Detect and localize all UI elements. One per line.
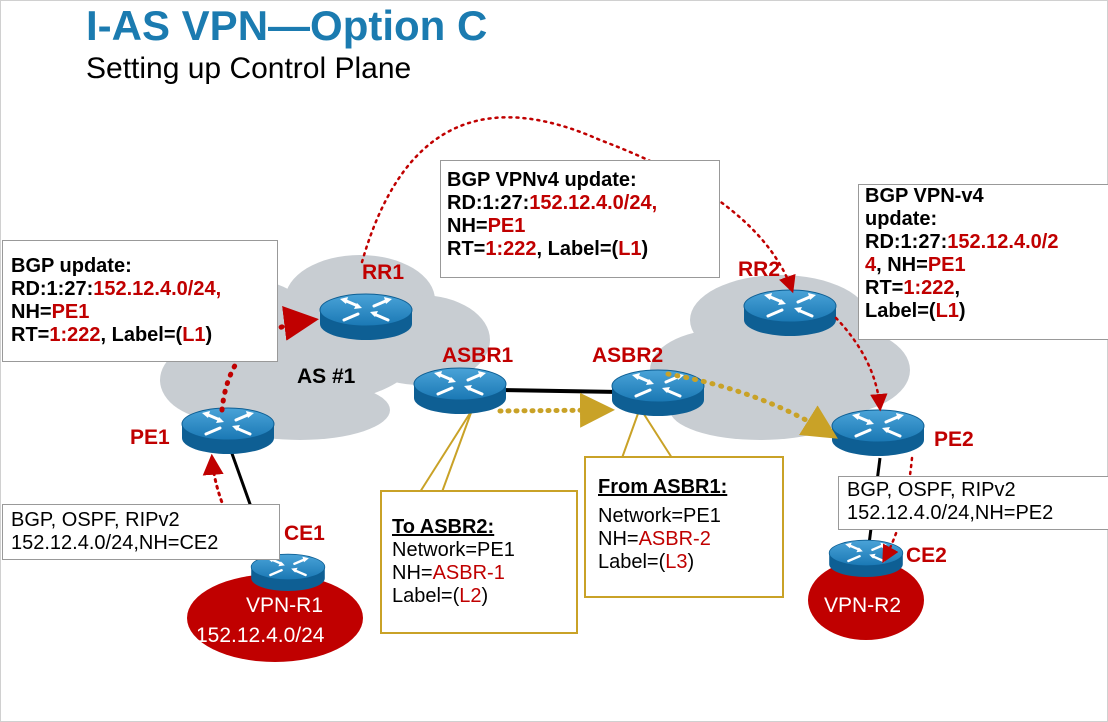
label-suffix: ) [687,551,695,573]
rd-value: 152.12.4.0/24, [93,278,222,300]
bgp-vpnv4-right-heading-2: update: [865,208,938,230]
label-value: L3 [665,551,688,573]
vpn-r1-prefix: 152.12.4.0/24 [196,624,325,647]
nh-value: ASBR-1 [432,562,505,584]
nh-value: PE1 [487,215,526,237]
nh-prefix: NH= [11,301,52,323]
ce1-protocols-line1: BGP, OSPF, RIPv2 [11,509,180,531]
vpn-r2-label: VPN-R2 [824,594,901,617]
vpn-r2-site [808,560,924,640]
rd-value: 152.12.4.0/24, [529,192,658,214]
pe1-label: PE1 [130,426,170,449]
from-asbr1-network: Network=PE1 [598,505,721,527]
pe2-label: PE2 [934,428,974,451]
rd-prefix: RD:1:27: [865,231,948,253]
slide-title: I-AS VPN—Option C [86,2,488,49]
bgp-vpnv4-right-box: BGP VPN-v4 update: RD:1:27:152.12.4.0/2 … [858,184,1108,340]
pe2-router [830,408,926,458]
from-asbr1-heading: From ASBR1: [598,476,728,498]
asbr1-to-asbr2-arrow [497,392,615,428]
to-asbr2-callout: To ASBR2: Network=PE1 NH=ASBR-1 Label=(L… [380,490,578,634]
asbr2-to-pe2-arrow [665,371,838,439]
vpn-r1-site [187,574,363,662]
asbr2-router [610,368,706,418]
rr2-to-pe2-arrow [834,316,888,412]
nh-value: PE1 [927,254,966,276]
rt-value: 1:222 [903,277,955,299]
ce1-protocols-box: BGP, OSPF, RIPv2 152.12.4.0/24,NH=CE2 [2,504,280,560]
label-prefix: , Label=( [536,238,619,260]
from-asbr1-callout: From ASBR1: Network=PE1 NH=ASBR-2 Label=… [584,456,784,598]
rr2-router [742,288,838,338]
label-suffix: ) [641,238,649,260]
label-suffix: ) [958,300,966,322]
to-asbr2-heading: To ASBR2: [392,516,495,538]
as1-label: AS #1 [297,365,356,388]
ce2-label: CE2 [906,544,947,567]
rr1-label: RR1 [362,261,404,284]
nh-prefix: , NH= [876,254,928,276]
rd-prefix: RD:1:27: [447,192,530,214]
nh-prefix: NH= [447,215,488,237]
label-suffix: ) [481,585,489,607]
nh-value: PE1 [51,301,90,323]
bgp-vpnv4-right-heading: BGP VPN-v4 [865,185,984,207]
asbr1-label: ASBR1 [442,344,514,367]
pe1-to-rr1-arrow [219,306,319,413]
label-prefix: Label=( [598,551,666,573]
label-prefix: Label=( [865,300,936,322]
asbr1-router [412,366,508,416]
rd-value-a: 152.12.4.0/2 [947,231,1059,253]
nh-prefix: NH= [598,528,639,550]
to-asbr2-network: Network=PE1 [392,539,515,561]
ce1-protocols-line2: 152.12.4.0/24,NH=CE2 [11,532,219,554]
nh-prefix: NH= [392,562,433,584]
rr1-router [318,292,414,342]
rt-prefix: RT= [11,324,50,346]
label-value: L2 [459,585,482,607]
bgp-vpnv4-top-heading: BGP VPNv4 update: [447,169,637,191]
rt-suffix: , [954,277,961,299]
rt-prefix: RT= [865,277,904,299]
label-suffix: ) [205,324,213,346]
rt-value: 1:222 [49,324,101,346]
rd-prefix: RD:1:27: [11,278,94,300]
label-prefix: , Label=( [100,324,183,346]
label-prefix: Label=( [392,585,460,607]
vpn-r1-label: VPN-R1 [246,594,323,617]
asbr-link [499,388,621,394]
rr2-label: RR2 [738,258,780,281]
rt-value: 1:222 [485,238,537,260]
to-asbr2-pointer [419,409,473,493]
rd-value-b: 4 [865,254,877,276]
bgp-vpnv4-top-box: BGP VPNv4 update: RD:1:27:152.12.4.0/24,… [440,160,720,278]
asbr2-label: ASBR2 [592,344,663,367]
ce2-protocols-line1: BGP, OSPF, RIPv2 [847,479,1016,501]
bgp-update-left-box: BGP update: RD:1:27:152.12.4.0/24, NH=PE… [2,240,278,362]
nh-value: ASBR-2 [638,528,711,550]
rt-prefix: RT= [447,238,486,260]
slide-subtitle: Setting up Control Plane [86,52,412,85]
ce2-protocols-line2: 152.12.4.0/24,NH=PE2 [847,502,1054,524]
label-value: L1 [182,324,206,346]
ce2-protocols-box: BGP, OSPF, RIPv2 152.12.4.0/24,NH=PE2 [838,476,1108,530]
rr1-to-rr2-arrow [360,116,796,294]
ce1-to-pe1-arrow [202,453,248,554]
label-value: L1 [935,300,959,322]
pe1-router [180,406,276,456]
label-value: L1 [618,238,642,260]
bgp-update-left-heading: BGP update: [11,255,132,277]
ce1-label: CE1 [284,522,325,545]
